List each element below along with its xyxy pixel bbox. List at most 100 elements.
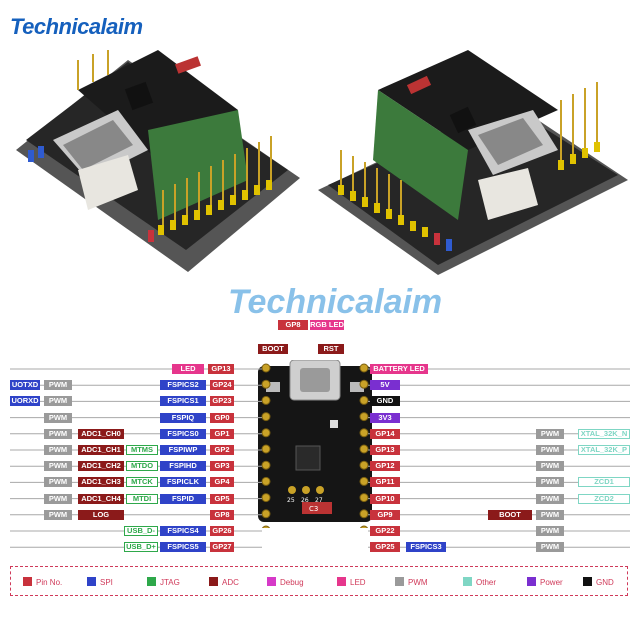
- left-label: FSPIHD: [160, 461, 206, 472]
- right-label: ZCD2: [578, 493, 630, 504]
- antenna-chip: [302, 502, 332, 514]
- legend-item-other: Other: [463, 577, 496, 587]
- right-label: PWM: [536, 461, 564, 472]
- top-label: BOOT: [258, 344, 288, 354]
- legend-swatch: [267, 577, 276, 586]
- legend-label: GND: [596, 578, 614, 587]
- right-label: GP12: [370, 461, 400, 472]
- left-label: UORXD: [10, 396, 40, 407]
- left-label: GP26: [210, 526, 234, 536]
- left-label: GP0: [210, 412, 234, 423]
- right-label: PWM: [536, 526, 564, 536]
- pin-pad: [261, 444, 271, 454]
- left-label: PWM: [44, 396, 72, 407]
- left-label: FSPICS5: [160, 542, 206, 553]
- bottom-pad: [316, 486, 324, 494]
- board-photo-left: [16, 50, 300, 272]
- left-label: UOTXD: [10, 380, 40, 391]
- pin-pad: [261, 395, 271, 405]
- legend-label: Debug: [280, 578, 304, 587]
- left-label: FSPID: [160, 493, 206, 504]
- left-label: PWM: [44, 412, 72, 423]
- pin-pad: [359, 444, 369, 454]
- legend-swatch: [395, 577, 404, 586]
- right-label: PWM: [536, 542, 564, 553]
- legend-swatch: [527, 577, 536, 586]
- left-label: USB_D+: [124, 542, 158, 553]
- left-label: PWM: [44, 461, 72, 472]
- legend-swatch: [147, 577, 156, 586]
- pin-pad: [359, 363, 369, 373]
- left-label: GP2: [210, 445, 234, 455]
- legend-item-debug: Debug: [267, 577, 304, 587]
- left-label: GP5: [210, 493, 234, 504]
- right-label: GP22: [370, 526, 400, 536]
- legend-label: Other: [476, 578, 497, 587]
- right-label: GP9: [370, 509, 400, 520]
- left-label: FSPICS4: [160, 526, 206, 536]
- left-label: LED: [172, 364, 204, 374]
- legend-swatch: [337, 577, 346, 586]
- right-label: PWM: [536, 509, 564, 520]
- left-label: GP27: [210, 542, 234, 553]
- left-label: PWM: [44, 428, 72, 439]
- legend-item-pin-no-: Pin No.: [23, 577, 62, 587]
- right-label: GP25: [370, 542, 400, 553]
- top-label: RST: [318, 344, 344, 354]
- legend-label: SPI: [100, 578, 113, 587]
- left-label: ADC1_CH2: [78, 461, 124, 472]
- left-label: ADC1_CH3: [78, 477, 124, 488]
- pin-pad: [261, 412, 271, 422]
- right-label: ZCD1: [578, 477, 630, 488]
- top-label: GP8: [278, 320, 308, 330]
- left-label: PWM: [44, 493, 72, 504]
- right-label: PWM: [536, 445, 564, 455]
- left-label: GP24: [210, 380, 234, 391]
- right-label: XTAL_32K_P: [578, 445, 630, 455]
- right-label: BOOT: [488, 509, 532, 520]
- right-label: GP11: [370, 477, 400, 488]
- left-label: MTCK: [126, 477, 158, 488]
- left-label: LOG: [78, 509, 124, 520]
- legend-label: ADC: [222, 578, 239, 587]
- legend-label: Power: [540, 578, 563, 587]
- bottom-pad-number: 26: [301, 497, 309, 504]
- left-label: FSPICLK: [160, 477, 206, 488]
- left-label: FSPICS1: [160, 396, 206, 407]
- legend-swatch: [463, 577, 472, 586]
- left-label: GP1: [210, 428, 234, 439]
- pin-pad: [359, 525, 369, 528]
- right-label: PWM: [536, 428, 564, 439]
- right-label: PWM: [536, 477, 564, 488]
- left-label: FSPIQ: [160, 412, 206, 423]
- right-label: GND: [370, 396, 400, 407]
- legend-item-gnd: GND: [583, 577, 614, 587]
- chip-mark: C3: [309, 505, 318, 513]
- board-photo-right: [318, 50, 628, 275]
- right-label: GP14: [370, 428, 400, 439]
- left-label: PWM: [44, 477, 72, 488]
- legend-label: JTAG: [160, 578, 180, 587]
- right-label: PWM: [536, 493, 564, 504]
- legend-item-adc: ADC: [209, 577, 239, 587]
- legend-label: PWM: [408, 578, 428, 587]
- left-label: FSPIWP: [160, 445, 206, 455]
- left-label: PWM: [44, 509, 72, 520]
- left-label: ADC1_CH1: [78, 445, 124, 455]
- pin-pad: [359, 395, 369, 405]
- left-label: FSPICS0: [160, 428, 206, 439]
- left-label: USB_D-: [124, 526, 158, 536]
- rst-button: [350, 382, 364, 392]
- watermark: Technicalaim: [228, 283, 443, 321]
- pin-pad: [359, 493, 369, 503]
- right-label: GP10: [370, 493, 400, 504]
- left-label: GP4: [210, 477, 234, 488]
- right-label: BATTERY LED: [370, 364, 428, 374]
- left-label: ADC1_CH0: [78, 428, 124, 439]
- bottom-pad: [288, 486, 296, 494]
- left-label: PWM: [44, 380, 72, 391]
- legend-swatch: [209, 577, 218, 586]
- right-label: FSPICS3: [406, 542, 446, 553]
